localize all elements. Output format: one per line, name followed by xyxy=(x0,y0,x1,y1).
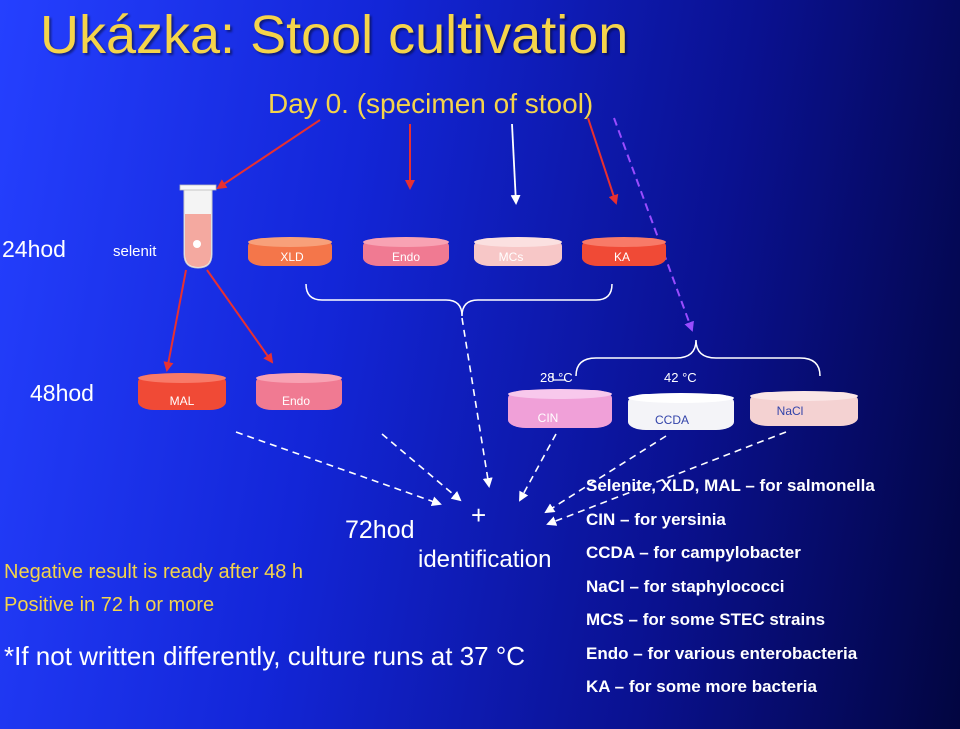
arrow-to-endo-48 xyxy=(206,269,274,364)
plate-endo-48: Endo xyxy=(256,373,342,410)
legend-item: CCDA – for campylobacter xyxy=(586,543,801,562)
temp-28c: 28 °C xyxy=(540,370,573,385)
legend-item: KA – for some more bacteria xyxy=(586,677,817,696)
plate-nacl: NaCl xyxy=(750,391,858,426)
identification-label: identification xyxy=(418,546,552,573)
legend-item: NaCl – for staphylococci xyxy=(586,576,785,596)
media-legend: Selenite, XLD, MAL – for salmonella CIN … xyxy=(586,474,875,709)
plate-xld: XLD xyxy=(248,237,332,266)
dashed-arrow-from-mal xyxy=(235,431,442,507)
plate-mcs: MCs xyxy=(474,237,562,266)
negative-result-text: Negative result is ready after 48 h xyxy=(4,561,304,583)
temp-42c: 42 °C xyxy=(664,370,697,385)
selenit-arrows xyxy=(163,269,274,372)
brace-24h-plates xyxy=(305,283,613,317)
day0-arrows xyxy=(216,117,694,332)
plate-label-endo-48: Endo xyxy=(282,394,310,408)
arrow-to-selenit xyxy=(216,119,321,190)
plate-label-ka: KA xyxy=(614,250,630,264)
dashed-arrow-from-endo-48 xyxy=(381,433,462,502)
legend-item: CIN – for yersinia xyxy=(586,509,726,529)
plate-label-mal: MAL xyxy=(170,394,195,408)
plate-ccda: CCDA xyxy=(628,393,734,430)
brace-42c-plates xyxy=(575,339,821,377)
dashed-arrow-from-cin xyxy=(519,433,557,502)
plate-mal: MAL xyxy=(138,373,226,410)
plate-label-nacl: NaCl xyxy=(777,404,804,418)
day0-subtitle: Day 0. (specimen of stool) xyxy=(268,88,594,119)
plus-sign: + xyxy=(471,500,487,530)
arrow-to-ccda xyxy=(613,117,694,332)
plate-ka: KA xyxy=(582,237,666,266)
temperature-note: *If not written differently, culture run… xyxy=(4,641,526,671)
plate-label-ccda: CCDA xyxy=(655,413,689,427)
plate-label-mcs: MCs xyxy=(499,250,524,264)
row-label-24h: 24hod xyxy=(2,236,66,262)
tube-label: selenit xyxy=(113,243,157,260)
positive-result-text: Positive in 72 h or more xyxy=(4,594,215,616)
dashed-arrow-from-24h-brace xyxy=(461,317,493,488)
legend-item: MCS – for some STEC strains xyxy=(586,610,826,629)
legend-item: Endo – for various enterobacteria xyxy=(586,643,858,663)
plate-label-cin: CIN xyxy=(538,411,559,425)
plates-48h: MAL Endo CIN CCDA NaCl xyxy=(138,373,858,430)
plate-label-xld: XLD xyxy=(280,250,304,264)
plate-label-endo-24: Endo xyxy=(392,250,420,264)
identification-arrows xyxy=(235,317,787,526)
row-label-48h: 48hod xyxy=(30,380,94,406)
plate-endo-24: Endo xyxy=(363,237,449,266)
row-label-72h: 72hod xyxy=(345,516,415,544)
arrow-to-ka xyxy=(587,117,619,205)
plates-24h: XLD Endo MCs KA xyxy=(248,237,666,266)
bracket-28c xyxy=(552,373,566,381)
selenit-tube xyxy=(179,184,217,269)
arrow-to-mal xyxy=(163,269,187,372)
arrow-to-mcs xyxy=(510,123,521,205)
legend-item: Selenite, XLD, MAL – for salmonella xyxy=(586,476,875,495)
dashed-arrow-from-nacl xyxy=(546,431,787,526)
page-title: Ukázka: Stool cultivation xyxy=(40,5,629,65)
plate-cin: CIN xyxy=(508,389,612,428)
